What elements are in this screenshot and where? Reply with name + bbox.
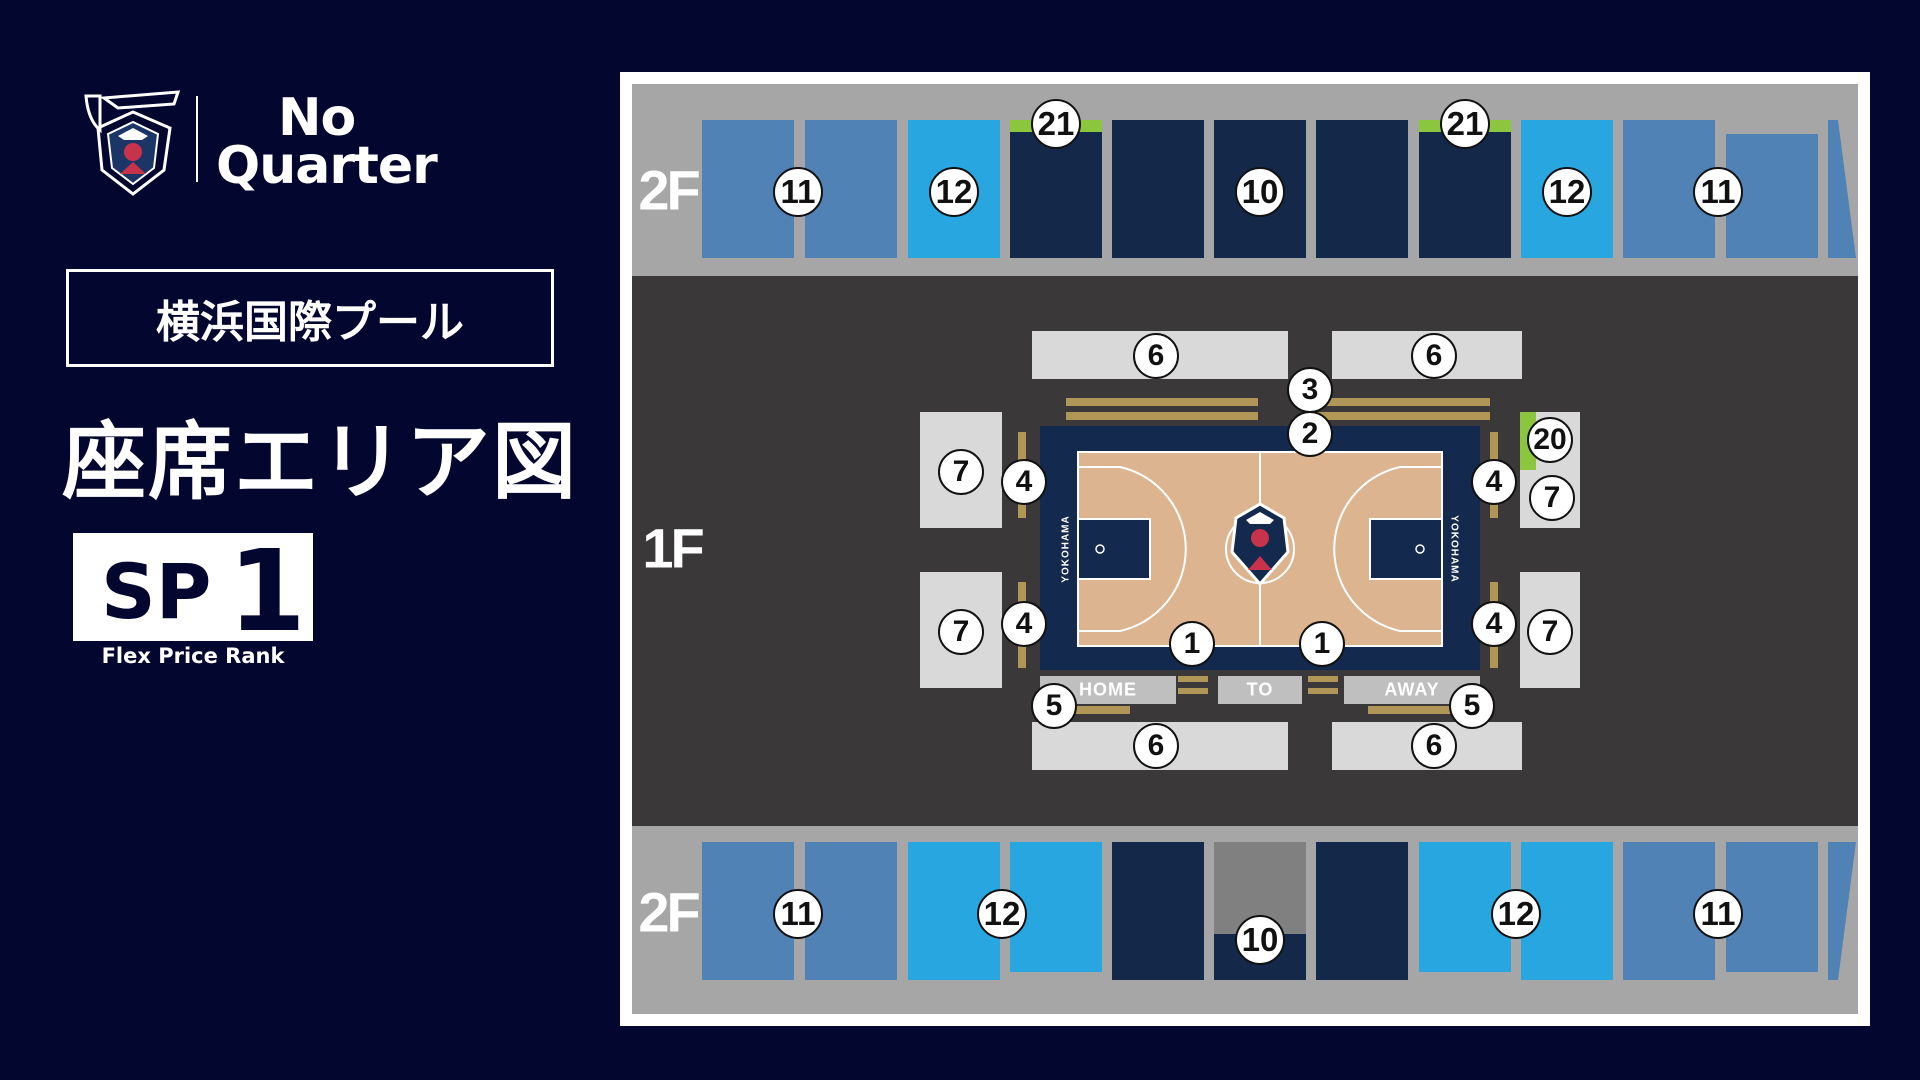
home-label: HOME [1079, 679, 1137, 700]
upper-bottom-blocks [702, 842, 1856, 980]
logo-divider [196, 96, 198, 182]
floor-label-1f: 1F [642, 516, 704, 580]
floor-label-2f-top: 2F [638, 158, 700, 222]
seat-label-5: 5 [1031, 683, 1077, 729]
brand-name-line1: No [278, 88, 356, 148]
seat-label-4: 4 [1471, 459, 1517, 505]
block-10-top-1 [1112, 120, 1204, 258]
row-5-left [1046, 706, 1130, 714]
rank-caption: Flex Price Rank [101, 644, 285, 668]
seat-label-12: 12 [929, 167, 979, 217]
baseline-text-left: YOKOHAMA [1060, 515, 1072, 583]
venue-name: 横浜国際プール [66, 269, 554, 367]
brand-name-line2: Quarter [216, 136, 438, 196]
paint-left [1077, 518, 1151, 580]
seat-label-6: 6 [1411, 333, 1457, 379]
seat-label-7: 7 [1527, 609, 1573, 655]
seat-label-6: 6 [1411, 723, 1457, 769]
block-10-top-3 [1316, 120, 1408, 258]
seat-label-11: 11 [773, 889, 823, 939]
seat-label-1: 1 [1169, 621, 1215, 667]
to-table [1218, 676, 1302, 704]
block-10-bottom-3 [1316, 842, 1408, 980]
rank-badge: SP 1 [73, 527, 313, 657]
center-crest-icon [1230, 502, 1290, 587]
seat-label-3: 3 [1287, 367, 1333, 413]
seat-label-10: 10 [1235, 915, 1285, 965]
bench-left-2 [1178, 688, 1208, 694]
seat-label-7: 7 [938, 449, 984, 495]
row-5-right [1368, 706, 1452, 714]
seat-label-4: 4 [1001, 459, 1047, 505]
seat-label-12: 12 [1491, 889, 1541, 939]
bench-right-1 [1308, 676, 1338, 682]
seat-label-21: 21 [1440, 99, 1490, 149]
row-3-left [1066, 398, 1258, 406]
to-label: TO [1246, 679, 1274, 700]
row-3-right [1314, 398, 1490, 406]
seat-label-6: 6 [1133, 333, 1179, 379]
rank-number: 1 [228, 527, 306, 657]
seat-label-4: 4 [1471, 601, 1517, 647]
baseline-text-right: YOKOHAMA [1448, 515, 1460, 583]
seat-label-5: 5 [1449, 683, 1495, 729]
bench-left-1 [1178, 676, 1208, 682]
row-3-left-2 [1066, 412, 1258, 420]
row-3-right-2 [1314, 412, 1490, 420]
away-label: AWAY [1384, 679, 1440, 700]
seating-map: 2F 1F 2F HOME TO AWAY YOKOHAMA YOKOHAMA … [620, 72, 1870, 1026]
seat-label-7: 7 [1529, 475, 1575, 521]
seat-label-2: 2 [1287, 411, 1333, 457]
paint-right [1369, 518, 1443, 580]
seat-label-12: 12 [1542, 167, 1592, 217]
block-top-right-edge [1828, 120, 1856, 258]
page-title: 座席エリア図 [62, 413, 579, 511]
seat-label-12: 12 [977, 889, 1027, 939]
seat-label-7: 7 [938, 609, 984, 655]
seat-label-21: 21 [1031, 99, 1081, 149]
rank-prefix: SP [101, 547, 212, 636]
block-bottom-right-edge [1828, 842, 1856, 980]
block-10-bottom-1 [1112, 842, 1204, 980]
seat-label-11: 11 [1693, 167, 1743, 217]
seat-label-4: 4 [1001, 601, 1047, 647]
seat-label-6: 6 [1133, 723, 1179, 769]
floor-label-2f-bottom: 2F [638, 880, 700, 944]
seat-label-11: 11 [773, 167, 823, 217]
seat-label-20: 20 [1527, 417, 1573, 463]
seat-label-10: 10 [1235, 167, 1285, 217]
seat-label-1: 1 [1299, 621, 1345, 667]
bench-right-2 [1308, 688, 1338, 694]
team-crest-logo-icon [78, 90, 188, 200]
seat-label-11: 11 [1693, 889, 1743, 939]
